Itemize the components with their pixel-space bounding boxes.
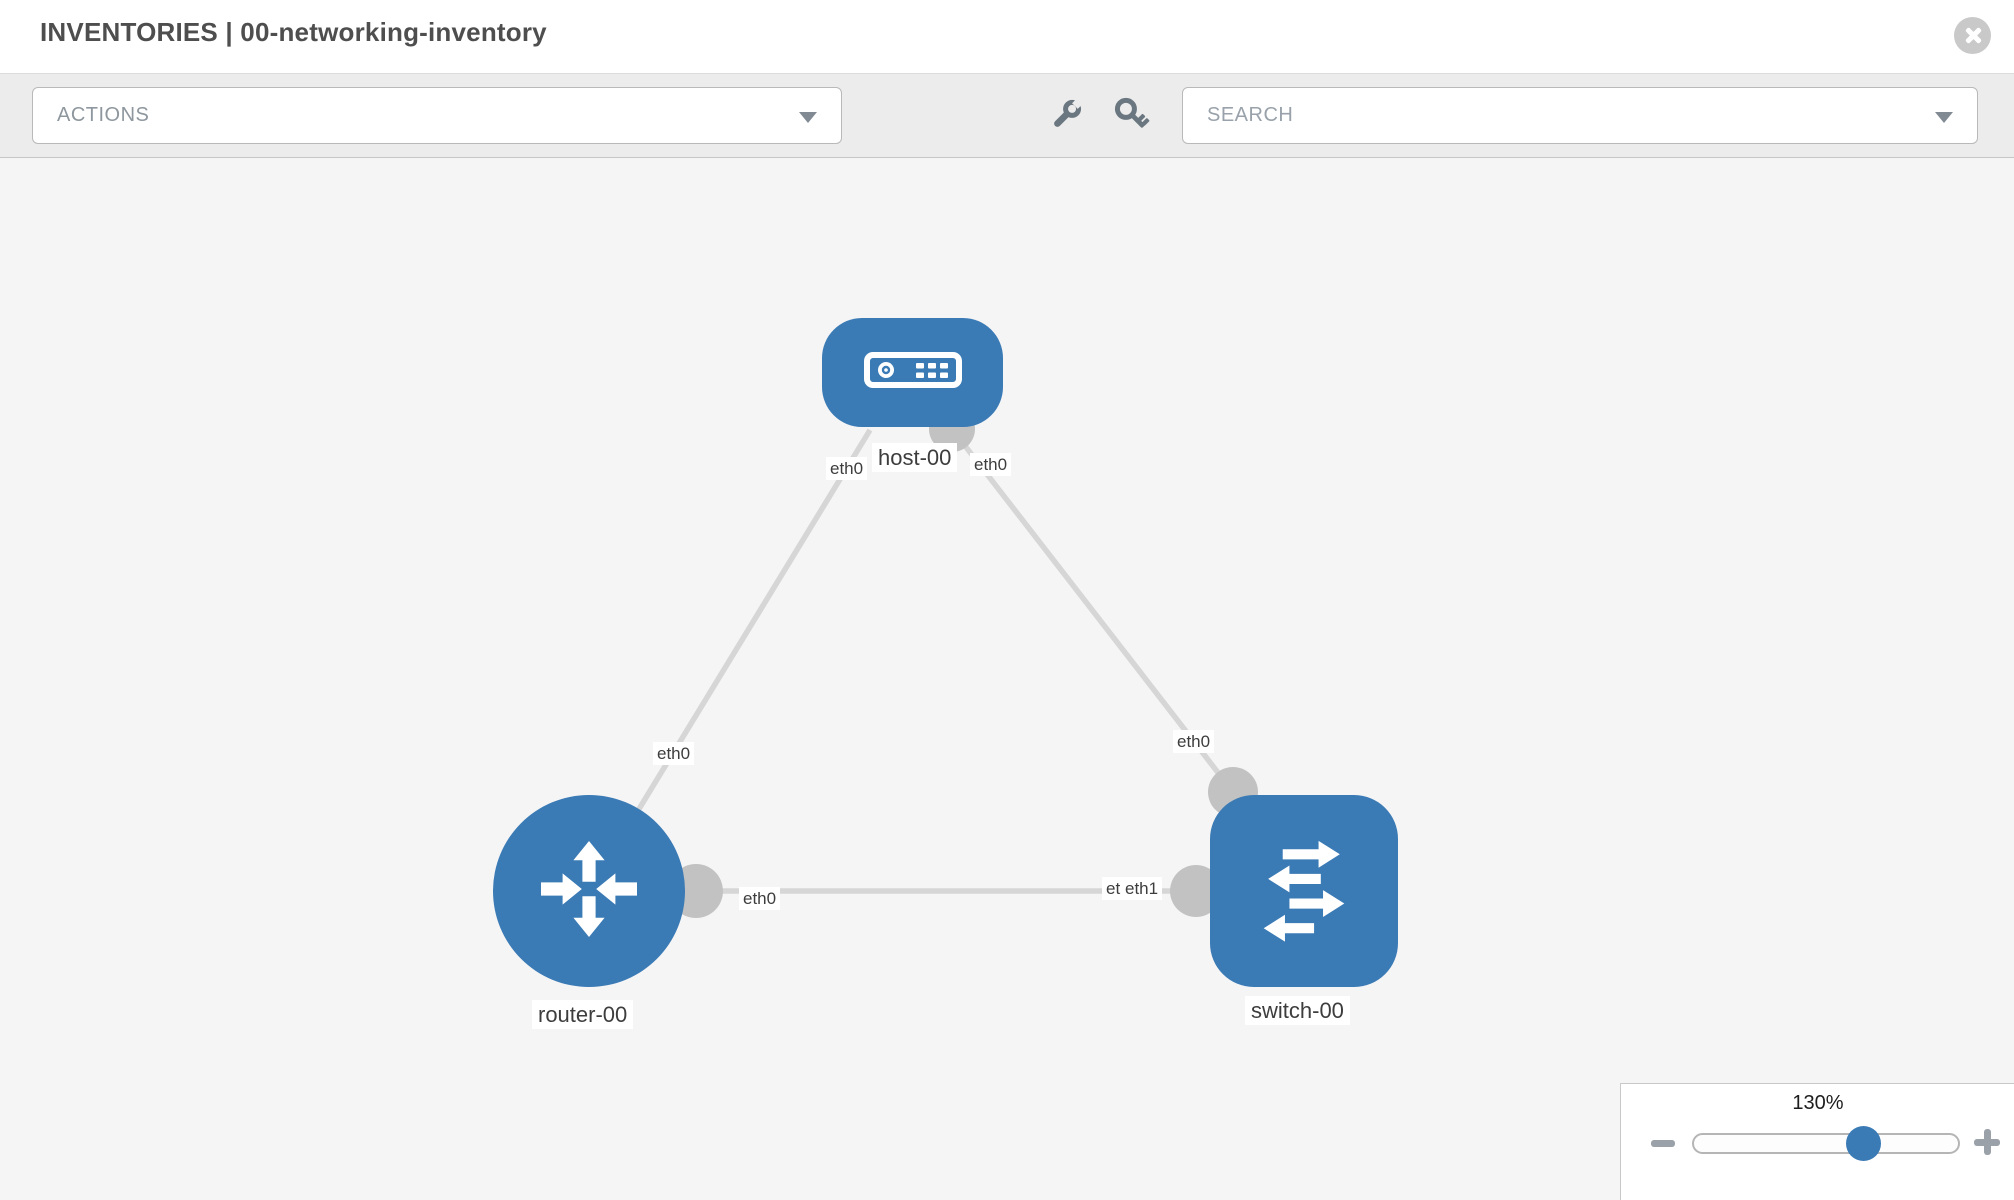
router-arrows-icon (529, 829, 649, 954)
close-button[interactable] (1954, 17, 1991, 54)
node-label-switch: switch-00 (1245, 996, 1350, 1025)
node-label-router: router-00 (532, 1000, 634, 1029)
port-label-host-left: eth0 (826, 457, 868, 480)
port-label-switch-top: eth0 (1173, 730, 1215, 753)
server-icon (863, 349, 963, 396)
topology-links (586, 406, 1304, 918)
port-connector-switch-left[interactable] (1170, 865, 1222, 917)
chevron-down-icon (799, 112, 817, 123)
port-label-router-right: eth0 (739, 887, 781, 910)
key-icon (1112, 97, 1154, 141)
node-host-00[interactable] (822, 318, 1003, 427)
zoom-percentage: 130% (1792, 1092, 1844, 1114)
zoom-in-button[interactable] (1973, 1128, 2001, 1156)
port-label-switch-front: eth1 (1121, 877, 1163, 900)
node-label-host: host-00 (872, 443, 958, 472)
topology-canvas[interactable]: host-00 router-00 switch-00 eth0 eth0 et… (0, 158, 2014, 1200)
wrench-icon (1044, 97, 1086, 141)
chevron-down-icon (1935, 112, 1953, 123)
page-title: INVENTORIES | 00-networking-inventory (40, 17, 547, 47)
port-label-host-right: eth0 (970, 453, 1012, 476)
zoom-slider-thumb[interactable] (1846, 1126, 1882, 1161)
port-label-router-top: eth0 (653, 742, 695, 765)
node-switch-00[interactable] (1210, 795, 1398, 987)
credentials-button[interactable] (1112, 95, 1154, 137)
page-header: INVENTORIES | 00-networking-inventory (0, 0, 2014, 73)
zoom-slider-track[interactable] (1692, 1133, 1960, 1154)
zoom-panel: 130% (1620, 1083, 2014, 1200)
configure-button[interactable] (1044, 95, 1086, 137)
search-dropdown (1182, 87, 1978, 144)
zoom-out-button[interactable] (1650, 1130, 1676, 1156)
toolbar: ACTIONS (0, 73, 2014, 158)
actions-dropdown[interactable]: ACTIONS (32, 87, 842, 144)
search-input[interactable] (1183, 88, 1913, 143)
node-router-00[interactable] (493, 795, 685, 987)
switch-arrows-icon (1248, 831, 1360, 952)
actions-dropdown-label: ACTIONS (57, 104, 150, 126)
